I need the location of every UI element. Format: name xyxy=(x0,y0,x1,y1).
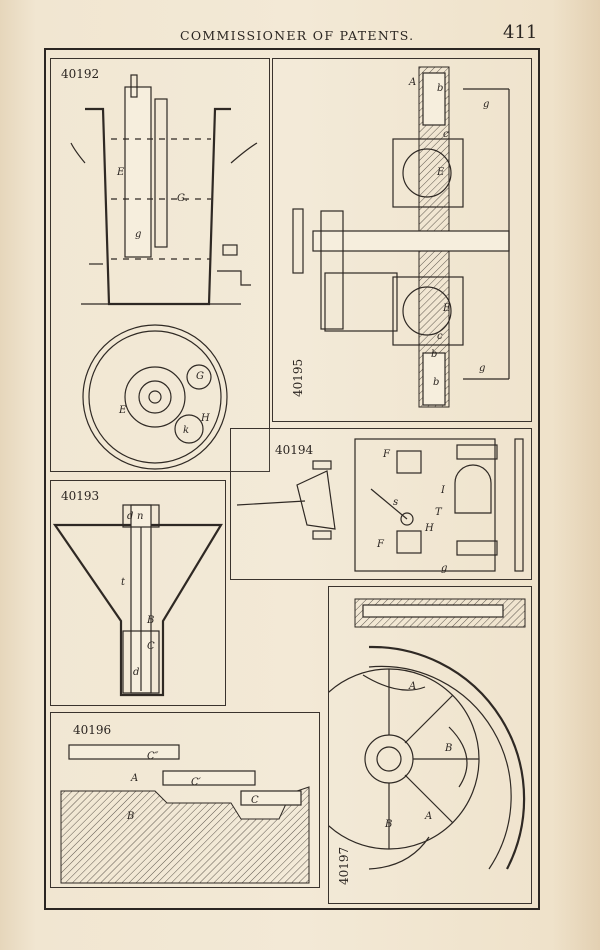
figure-label: g xyxy=(479,363,486,374)
figure-label: E xyxy=(443,303,451,314)
figure-number: 40192 xyxy=(61,67,100,81)
figure-number: 40194 xyxy=(275,443,314,457)
figure-label: B xyxy=(147,615,155,626)
figure-label: A xyxy=(409,681,417,692)
figure-label: G. xyxy=(177,193,188,204)
figure-label: A xyxy=(131,773,139,784)
figure-label: d xyxy=(127,511,134,522)
stepped-block-drawing xyxy=(60,744,310,884)
figure-label: E xyxy=(437,167,445,178)
water-wheel-drawing xyxy=(329,598,526,870)
figure-label: c xyxy=(443,129,449,140)
figure-label: g xyxy=(483,99,490,110)
figure-label: b xyxy=(433,377,440,388)
figure-40197: 40197 A B B A xyxy=(328,586,532,904)
figure-label: n xyxy=(137,511,144,522)
figure-40195: 40195 A b g c E E c b g b xyxy=(272,58,532,422)
figure-label: E xyxy=(119,405,127,416)
figure-label: A xyxy=(425,811,433,822)
figure-label: k xyxy=(183,425,190,436)
page-number: 411 xyxy=(503,22,538,43)
figure-label: s xyxy=(393,497,399,508)
figure-40193: 40193 d n t B C d xyxy=(50,480,226,706)
machine-plan-drawing xyxy=(292,66,510,408)
figure-label: g xyxy=(135,229,142,240)
figure-label: g xyxy=(441,563,448,574)
figure-label: C″ xyxy=(147,751,159,762)
figure-label: d xyxy=(133,667,140,678)
figure-label: F xyxy=(383,449,390,460)
figure-label: c xyxy=(437,331,443,342)
figure-40192: 40192 xyxy=(50,58,270,472)
figure-label: B xyxy=(127,811,135,822)
figure-40194: 40194 F I s T F H g xyxy=(230,428,532,580)
figure-label: B xyxy=(445,743,453,754)
figure-label: H xyxy=(425,523,434,534)
figure-label: C xyxy=(147,641,155,652)
figure-label: b xyxy=(431,349,438,360)
figure-label: C xyxy=(251,795,259,806)
figure-label: I xyxy=(441,485,445,496)
figure-number: 40196 xyxy=(73,723,112,737)
figure-label: T xyxy=(435,507,442,518)
figure-label: G xyxy=(196,371,204,382)
coffee-pot-drawing xyxy=(70,74,258,470)
figure-label: E xyxy=(117,167,125,178)
figure-label: b xyxy=(437,83,444,94)
figure-number: 40195 xyxy=(291,358,305,397)
figure-number: 40193 xyxy=(61,489,100,503)
drawing-plate: 40192 xyxy=(44,48,540,910)
funnel-drawing xyxy=(52,504,223,697)
figure-label: H xyxy=(201,413,210,424)
running-header: COMMISSIONER OF PATENTS. xyxy=(180,28,415,43)
figure-label: F xyxy=(377,539,384,550)
figure-label: t xyxy=(121,577,126,588)
figure-number: 40197 xyxy=(337,846,351,885)
figure-label: C′ xyxy=(191,777,201,788)
figure-label: A xyxy=(409,77,417,88)
figure-label: B xyxy=(385,819,393,830)
figure-40196: 40196 C″ A C′ B C xyxy=(50,712,320,888)
mechanism-drawing xyxy=(236,438,524,572)
